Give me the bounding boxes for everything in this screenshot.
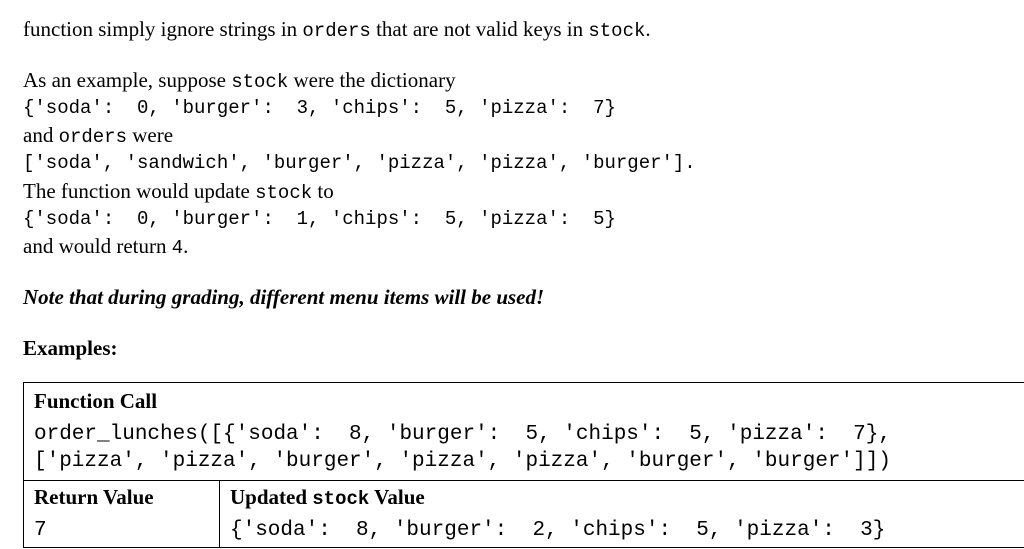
stock-code: stock — [588, 20, 646, 42]
orders-code: orders — [58, 126, 127, 148]
row-gap — [23, 514, 24, 515]
example-text: The function would update — [23, 179, 256, 203]
example-text: and would return — [23, 234, 172, 258]
function-call-line-1: order_lunches([{'soda': 8, 'burger': 5, … — [34, 423, 891, 446]
stock-initial: {'soda': 0, 'burger': 3, 'chips': 5, 'pi… — [23, 97, 616, 119]
header-text: Updated — [230, 485, 313, 509]
table-divider — [24, 480, 1024, 481]
function-call-header: Function Call — [34, 389, 158, 413]
updated-stock-header: Updated stock Value — [230, 484, 425, 512]
stock-code: stock — [312, 488, 370, 510]
return-value-header: Return Value — [34, 485, 154, 509]
function-call-line-2: ['pizza', 'pizza', 'burger', 'pizza', 'p… — [34, 450, 891, 473]
stock-code: stock — [255, 182, 313, 204]
update-line: The function would update stock to — [23, 178, 334, 206]
examples-heading: Examples: — [23, 336, 118, 360]
orders-intro: and orders were — [23, 122, 173, 150]
intro-text: that are not valid keys in — [370, 17, 589, 41]
example-text: . — [183, 234, 189, 258]
examples-table: Function Call order_lunches([{'soda': 8,… — [23, 382, 1024, 548]
example-text: were — [127, 123, 174, 147]
example-text: and — [23, 123, 59, 147]
example-text: As an example, suppose — [23, 68, 232, 92]
intro-line: function simply ignore strings in orders… — [23, 16, 651, 44]
example-text: to — [312, 179, 334, 203]
return-value: 7 — [34, 519, 47, 542]
stock-code: stock — [231, 71, 289, 93]
updated-stock-value: {'soda': 8, 'burger': 2, 'chips': 5, 'pi… — [230, 519, 886, 542]
grading-note: Note that during grading, different menu… — [23, 285, 545, 309]
orders-list: ['soda', 'sandwich', 'burger', 'pizza', … — [23, 152, 696, 174]
example-text: were the dictionary — [288, 68, 456, 92]
orders-code: orders — [302, 20, 371, 42]
return-code: 4 — [171, 237, 184, 259]
intro-text: function simply ignore strings in — [23, 17, 303, 41]
example-lead: As an example, suppose stock were the di… — [23, 67, 456, 95]
intro-text: . — [645, 17, 651, 41]
column-divider — [219, 480, 220, 547]
header-text: Value — [369, 485, 425, 509]
return-line: and would return 4. — [23, 233, 188, 261]
stock-updated: {'soda': 0, 'burger': 1, 'chips': 5, 'pi… — [23, 208, 616, 230]
